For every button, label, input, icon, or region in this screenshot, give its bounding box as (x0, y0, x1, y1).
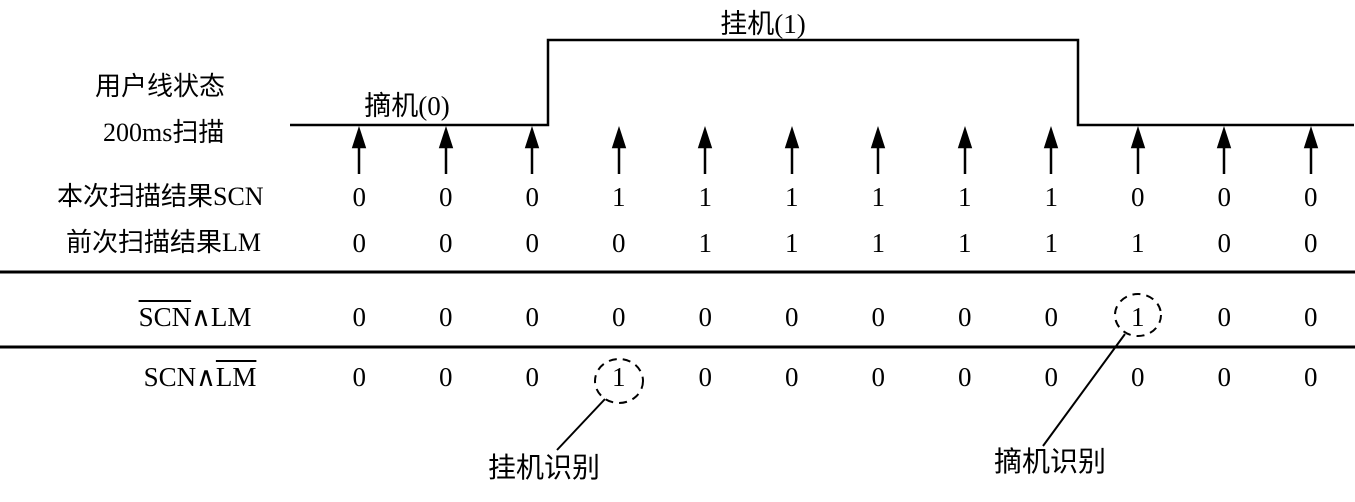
scnbar-and-lm-formula-label: SCN∧LM (100, 300, 290, 334)
lm-value: 0 (612, 228, 626, 258)
scan-arrow-icon (1303, 125, 1319, 174)
lm-value: 1 (785, 228, 799, 258)
scn-overline: SCN (138, 302, 192, 332)
scn-value: 1 (1044, 182, 1059, 212)
scn-and-lmbar-value: 0 (525, 362, 540, 392)
scn-and-lmbar-value-row: 0 0 0 1 0 0 0 0 0 0 0 0 (316, 360, 1354, 394)
scan-period-row-label: 200ms扫描 (103, 118, 225, 147)
scn-value: 1 (785, 182, 799, 212)
lm-value: 1 (1044, 228, 1059, 258)
scn-value: 0 (352, 182, 367, 212)
lm-row-label: 前次扫描结果LM (66, 228, 262, 257)
scan-arrow-icon (1043, 125, 1059, 174)
scnbar-and-lm-value: 1 (1131, 302, 1145, 332)
scnbar-and-lm-value: 0 (698, 302, 713, 332)
scn-value: 0 (1304, 182, 1318, 212)
scan-arrow-icon (438, 125, 454, 174)
scnbar-and-lm-value-row: 0 0 0 0 0 0 0 0 0 1 0 0 (316, 300, 1354, 334)
scn-and-lmbar-value: 0 (698, 362, 713, 392)
lm-value: 1 (871, 228, 886, 258)
offhook-state-label: 摘机(0) (364, 91, 450, 121)
scan-arrow-icon (697, 125, 713, 174)
line-state-row-label: 用户线状态 (95, 72, 226, 101)
scan-arrow-icon (870, 125, 886, 174)
scn-and-lmbar-value: 0 (958, 362, 972, 392)
lm-value: 1 (958, 228, 972, 258)
lm-value: 0 (525, 228, 540, 258)
scn-value: 0 (1131, 182, 1145, 212)
scn-and-lmbar-formula-label: SCN∧LM (105, 360, 295, 394)
scn-and-lmbar-value: 0 (1044, 362, 1059, 392)
scn-and-lmbar-value: 1 (612, 362, 626, 392)
scnbar-and-lm-value: 0 (871, 302, 886, 332)
onhook-detect-label: 挂机识别 (488, 453, 601, 484)
scan-arrow-icon (784, 125, 800, 174)
scnbar-and-lm-value: 0 (1217, 302, 1232, 332)
scan-arrow-icon (1216, 125, 1232, 174)
scn-value: 1 (698, 182, 713, 212)
scn-row-label: 本次扫描结果SCN (57, 182, 264, 211)
scan-arrows (351, 125, 1319, 174)
scn-and-lmbar-value: 0 (352, 362, 367, 392)
scn-and-lmbar-value: 0 (439, 362, 453, 392)
scnbar-and-lm-value: 0 (612, 302, 626, 332)
scn-and-lmbar-value: 0 (785, 362, 799, 392)
scn-and-text: SCN∧ (143, 362, 216, 392)
lm-value: 0 (352, 228, 367, 258)
lm-value: 1 (1131, 228, 1145, 258)
scan-arrow-icon (524, 125, 540, 174)
onhook-leader-line (556, 398, 606, 451)
lm-overline: LM (215, 362, 257, 392)
and-lm-text: ∧LM (191, 302, 252, 332)
scn-value: 0 (439, 182, 453, 212)
scn-value: 1 (612, 182, 626, 212)
scn-value: 1 (871, 182, 886, 212)
scn-and-lmbar-value: 0 (1217, 362, 1232, 392)
onhook-state-label: 挂机(1) (720, 9, 806, 39)
scn-and-lmbar-value: 0 (871, 362, 886, 392)
scnbar-and-lm-value: 0 (785, 302, 799, 332)
scnbar-and-lm-value: 0 (1304, 302, 1318, 332)
scnbar-and-lm-value: 0 (958, 302, 972, 332)
lm-value: 0 (1217, 228, 1232, 258)
lm-value: 0 (439, 228, 453, 258)
scnbar-and-lm-value: 0 (439, 302, 453, 332)
scan-arrow-icon (351, 125, 367, 174)
scn-value: 0 (525, 182, 540, 212)
scnbar-and-lm-value: 0 (525, 302, 540, 332)
scn-value-row: 0 0 0 1 1 1 1 1 1 0 0 0 (316, 180, 1354, 214)
scn-and-lmbar-value: 0 (1131, 362, 1145, 392)
lm-value-row: 0 0 0 0 1 1 1 1 1 1 0 0 (316, 226, 1354, 260)
lm-value: 1 (698, 228, 713, 258)
lm-value: 0 (1304, 228, 1318, 258)
scnbar-and-lm-value: 0 (1044, 302, 1059, 332)
scn-value: 0 (1217, 182, 1232, 212)
scn-value: 1 (958, 182, 972, 212)
scn-and-lmbar-value: 0 (1304, 362, 1318, 392)
scan-arrow-icon (611, 125, 627, 174)
scnbar-and-lm-value: 0 (352, 302, 367, 332)
offhook-detect-label: 摘机识别 (994, 447, 1107, 478)
scan-arrow-icon (957, 125, 973, 174)
scan-arrow-icon (1130, 125, 1146, 174)
